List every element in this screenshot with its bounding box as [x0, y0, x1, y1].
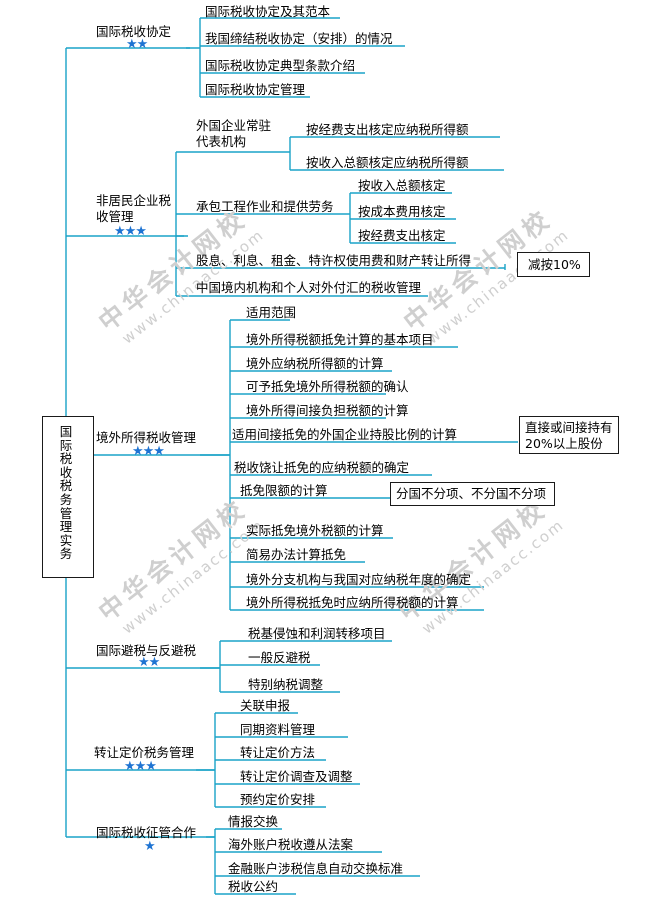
branch-nonresident: 非居民企业税收管理 [96, 193, 172, 224]
importance-stars: ★★ [138, 655, 160, 670]
leaf-node: 金融账户涉税信息自动交换标准 [228, 861, 404, 876]
leaf-node: 国际税收协定典型条款介绍 [205, 58, 356, 73]
leaf-node: 境外所得税额抵免计算的基本项目 [246, 332, 434, 347]
sub-node: 股息、利息、租金、特许权使用费和财产转让所得 [196, 253, 472, 268]
sub-node: 外国企业常驻代表机构 [196, 118, 272, 149]
leaf-node: 我国缔结税收协定（安排）的情况 [205, 31, 393, 46]
root-node: 国际税收税务管理实务 [42, 416, 94, 578]
branch-tax-treaty: 国际税收协定 [96, 24, 172, 39]
leaf-node: 特别纳税调整 [248, 677, 324, 692]
leaf-node: 同期资料管理 [240, 722, 316, 737]
leaf-node: 税基侵蚀和利润转移项目 [248, 626, 386, 641]
note-box: 直接或间接持有20%以上股份 [519, 416, 619, 454]
leaf-node: 国际税收协定管理 [205, 82, 306, 97]
leaf-node: 按成本费用核定 [358, 204, 446, 219]
leaf-node: 税收公约 [228, 879, 279, 894]
branch-transfer-pricing: 转让定价税务管理 [94, 745, 195, 760]
leaf-node: 境外应纳税所得额的计算 [246, 356, 384, 371]
leaf-node: 情报交换 [228, 814, 279, 829]
leaf-node: 境外所得间接负担税额的计算 [246, 403, 409, 418]
leaf-node: 转让定价方法 [240, 745, 316, 760]
leaf-node: 按收入总额核定 [358, 178, 446, 193]
leaf-node: 按经费支出核定 [358, 228, 446, 243]
leaf-node: 国际税收协定及其范本 [205, 4, 331, 19]
leaf-node: 转让定价调查及调整 [240, 769, 353, 784]
sub-node: 承包工程作业和提供劳务 [196, 199, 334, 214]
leaf-node: 适用间接抵免的外国企业持股比例的计算 [232, 427, 458, 442]
importance-stars: ★★★ [132, 444, 165, 459]
sub-node: 中国境内机构和个人对外付汇的税收管理 [196, 280, 422, 295]
leaf-node: 简易办法计算抵免 [246, 547, 347, 562]
note-box: 分国不分项、不分国不分项 [390, 482, 555, 506]
importance-stars: ★★ [126, 37, 148, 52]
importance-stars: ★★★ [114, 224, 147, 239]
importance-stars: ★★★ [124, 759, 157, 774]
branch-foreign-income: 境外所得税收管理 [96, 430, 197, 445]
note-box: 减按10% [517, 252, 590, 277]
leaf-node: 海外账户税收遵从法案 [228, 837, 354, 852]
branch-cooperation: 国际税收征管合作 [96, 825, 197, 840]
leaf-node: 按经费支出核定应纳税所得额 [306, 122, 469, 137]
leaf-node: 可予抵免境外所得税额的确认 [246, 379, 409, 394]
leaf-node: 境外分支机构与我国对应纳税年度的确定 [246, 572, 472, 587]
leaf-node: 按收入总额核定应纳税所得额 [306, 155, 469, 170]
leaf-node: 关联申报 [240, 698, 291, 713]
leaf-node: 境外所得税抵免时应纳所得税额的计算 [246, 595, 459, 610]
leaf-node: 实际抵免境外税额的计算 [246, 523, 384, 538]
leaf-node: 预约定价安排 [240, 792, 316, 807]
leaf-node: 一般反避税 [248, 650, 311, 665]
branch-anti-avoidance: 国际避税与反避税 [96, 643, 197, 658]
leaf-node: 税收饶让抵免的应纳税额的确定 [234, 460, 410, 475]
importance-stars: ★ [144, 839, 156, 854]
leaf-node: 适用范围 [246, 305, 297, 320]
leaf-node: 抵免限额的计算 [240, 483, 328, 498]
